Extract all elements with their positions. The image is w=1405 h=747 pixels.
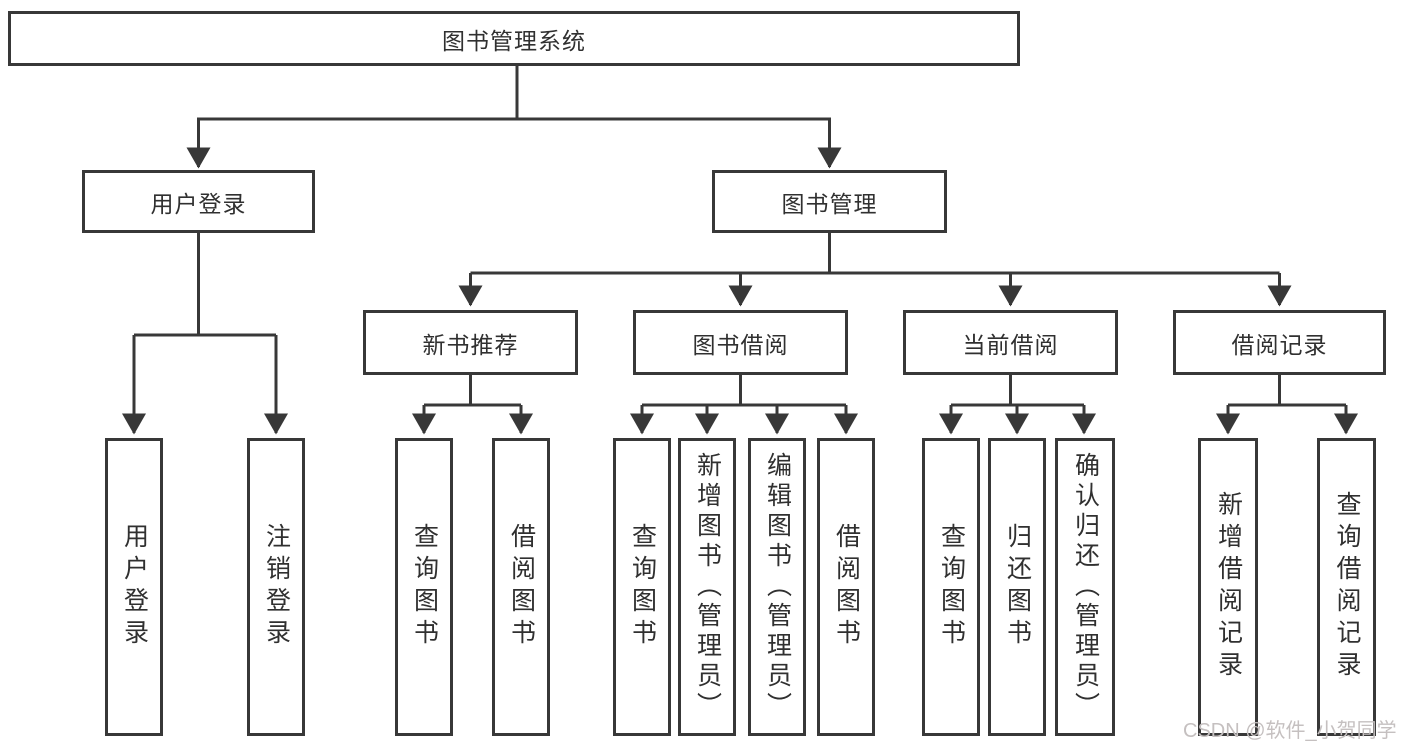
leaf-bb-add-books-label: 新增图书（管理员） (693, 452, 722, 722)
leaf-br-query-record: 查询借阅记录 (1317, 438, 1376, 736)
connector-user-login (122, 233, 288, 435)
connector-book-borrow (630, 375, 858, 435)
node-user-login: 用户登录 (82, 170, 315, 233)
connector-book-management (458, 233, 1292, 307)
watermark: CSDN @软件_小贺同学 (1183, 720, 1397, 742)
leaf-cb-return-books: 归还图书 (988, 438, 1046, 736)
leaf-user-login: 用户登录 (105, 438, 163, 736)
node-borrow-records-label: 借阅记录 (1231, 331, 1328, 358)
leaf-nb-borrow-books: 借阅图书 (492, 438, 550, 736)
leaf-br-add-record: 新增借阅记录 (1198, 438, 1258, 736)
node-book-borrow: 图书借阅 (633, 310, 848, 375)
leaf-br-add-record-label: 新增借阅记录 (1214, 491, 1243, 683)
leaf-nb-query-books-label: 查询图书 (410, 523, 439, 651)
node-book-management-label: 图书管理 (781, 190, 878, 217)
leaf-nb-query-books: 查询图书 (395, 438, 453, 736)
node-book-borrow-label: 图书借阅 (692, 331, 789, 358)
node-root-system: 图书管理系统 (8, 11, 1020, 66)
connector-new-book-recommend (412, 375, 533, 435)
node-current-borrow: 当前借阅 (903, 310, 1118, 375)
node-new-book-recommend-label: 新书推荐 (422, 331, 519, 358)
leaf-cb-query-books: 查询图书 (922, 438, 980, 736)
leaf-bb-add-books: 新增图书（管理员） (678, 438, 736, 736)
leaf-logout: 注销登录 (247, 438, 305, 736)
leaf-bb-borrow-books: 借阅图书 (817, 438, 875, 736)
leaf-logout-label: 注销登录 (262, 523, 291, 651)
leaf-br-query-record-label: 查询借阅记录 (1333, 491, 1361, 683)
leaf-cb-confirm-return: 确认归还（管理员） (1055, 438, 1115, 736)
leaf-cb-confirm-return-label: 确认归还（管理员） (1071, 452, 1100, 722)
node-user-login-label: 用户登录 (150, 190, 247, 217)
leaf-bb-query-books-label: 查询图书 (628, 523, 657, 651)
connector-current-borrow (939, 375, 1096, 435)
leaf-cb-return-books-label: 归还图书 (1003, 523, 1032, 651)
node-root-system-label: 图书管理系统 (442, 27, 586, 54)
leaf-cb-query-books-label: 查询图书 (937, 523, 966, 651)
node-current-borrow-label: 当前借阅 (962, 331, 1059, 358)
connector-root (186, 66, 842, 169)
node-borrow-records: 借阅记录 (1173, 310, 1386, 375)
leaf-user-login-label: 用户登录 (120, 523, 149, 651)
leaf-nb-borrow-books-label: 借阅图书 (507, 523, 536, 651)
leaf-bb-query-books: 查询图书 (613, 438, 671, 736)
leaf-bb-edit-books: 编辑图书（管理员） (748, 438, 806, 736)
leaf-bb-borrow-books-label: 借阅图书 (832, 523, 861, 651)
connector-borrow-records (1216, 375, 1358, 435)
node-book-management: 图书管理 (712, 170, 947, 233)
node-new-book-recommend: 新书推荐 (363, 310, 578, 375)
leaf-bb-edit-books-label: 编辑图书（管理员） (763, 452, 792, 722)
